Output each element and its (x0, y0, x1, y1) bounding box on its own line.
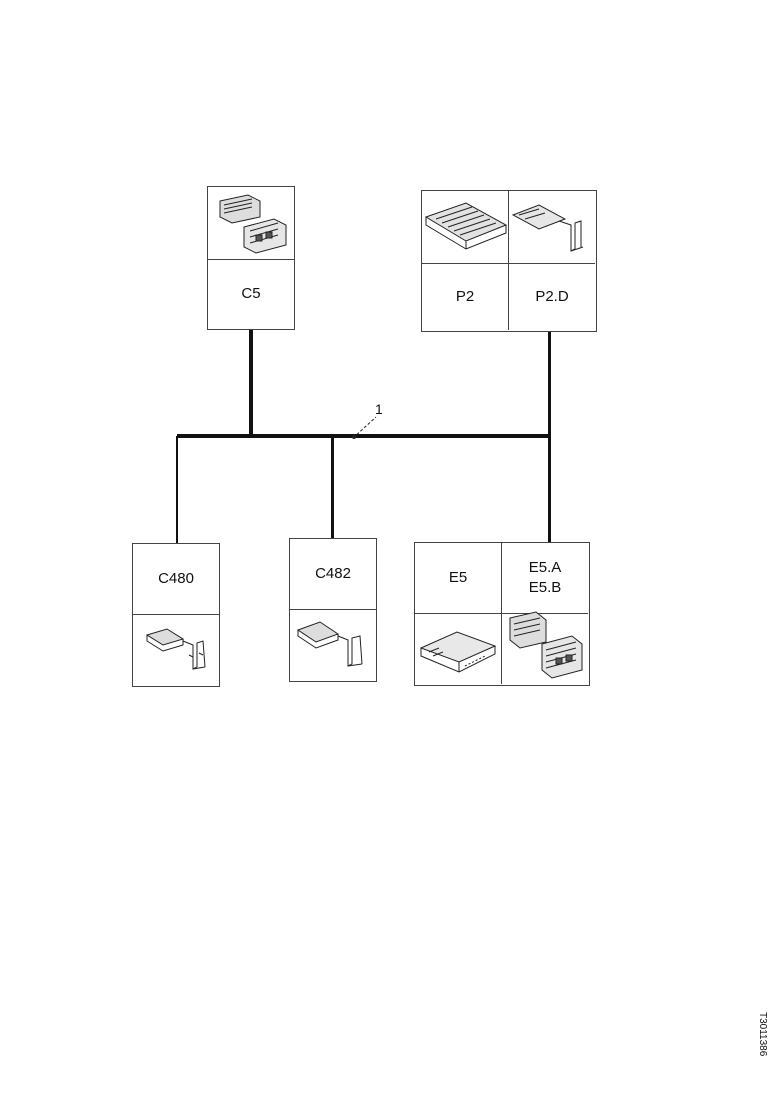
connector-plug-icon (219, 194, 287, 254)
connector-e5-image-cell (415, 614, 502, 684)
connector-e5ab-label: E5.A E5.B (502, 543, 588, 614)
callout-label: 1 (375, 401, 383, 417)
branch-e5ab-wire (548, 436, 551, 543)
connector-e5b-label: E5.B (528, 579, 562, 596)
connector-c480-box: C480 (132, 543, 220, 687)
terminal-block-icon (424, 202, 508, 250)
connector-p2d-label: P2.D (535, 288, 569, 305)
connector-c5-box: C5 (207, 186, 295, 330)
branch-c480-wire (176, 436, 178, 543)
callout-leader-line (352, 416, 377, 439)
branch-p2d-wire (548, 331, 551, 436)
connector-c5-image-cell (208, 187, 294, 260)
connector-c482-image-cell (290, 610, 376, 680)
terminal-pin-icon (145, 628, 206, 670)
connector-e5-box: E5 E5.A E5.B (414, 542, 590, 686)
connector-plug-icon (509, 611, 583, 679)
connector-p2-label: P2 (422, 264, 509, 330)
connector-p2d-image-cell (509, 191, 595, 264)
terminal-pin-icon (296, 621, 363, 667)
connector-e5-label: E5 (415, 543, 502, 614)
connector-e5ab-image-cell (502, 611, 588, 684)
main-harness-line (177, 434, 551, 438)
figure-reference-number: T3011386 (757, 1012, 768, 1057)
connector-c482-box: C482 (289, 538, 377, 682)
terminal-pin-icon (511, 204, 584, 252)
connector-e5a-label: E5.A (528, 559, 562, 576)
connector-p2-box: P2 P2.D (421, 190, 597, 332)
connector-p2-image-cell (422, 191, 509, 264)
control-unit-icon (419, 631, 497, 673)
connector-c480-label: C480 (133, 544, 219, 615)
branch-c482-wire (331, 436, 334, 538)
connector-c482-label: C482 (290, 539, 376, 610)
connector-c5-label: C5 (241, 285, 261, 302)
connector-c480-image-cell (133, 615, 219, 685)
branch-c5-wire (249, 329, 253, 436)
